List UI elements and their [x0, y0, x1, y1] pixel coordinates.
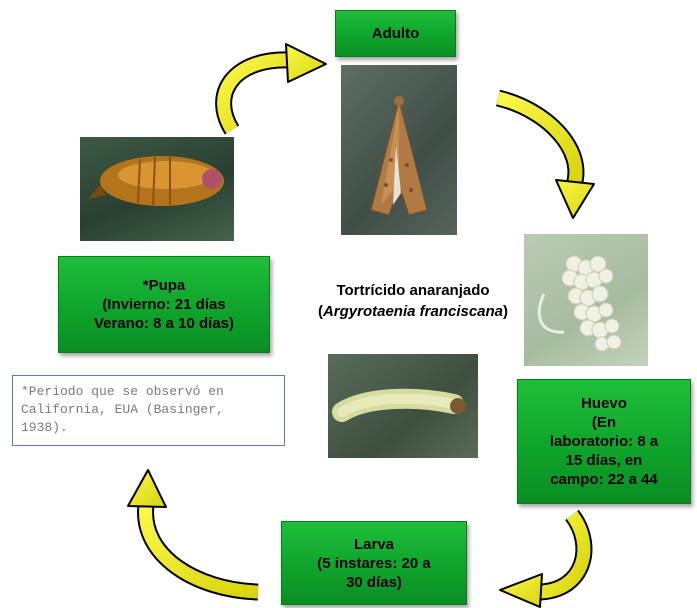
- larva-label: Larva: [354, 535, 394, 554]
- pupa-stage-box: *Pupa (Invierno: 21 días Verano: 8 a 10 …: [58, 256, 270, 353]
- pupa-label: *Pupa: [143, 276, 186, 295]
- arrow-egg-to-larva: [500, 515, 584, 607]
- species-title: Tortrícido anaranjado (Argyrotaenia fran…: [268, 280, 558, 322]
- egg-duration-line-4: campo: 22 a 44: [550, 470, 658, 489]
- adult-stage-box: Adulto: [335, 10, 456, 57]
- egg-duration-line-3: 15 días, en: [566, 451, 643, 470]
- pupa-summer-duration: Verano: 8 a 10 días): [94, 314, 234, 333]
- egg-duration-line-1: (En: [592, 413, 616, 432]
- arrow-adult-to-egg: [498, 98, 594, 218]
- adult-moth-photo: [341, 65, 457, 235]
- larva-stage-box: Larva (5 instares: 20 a 30 días): [281, 521, 467, 605]
- larva-duration-line-2: 30 días): [346, 573, 402, 592]
- egg-stage-box: Huevo (En laboratorio: 8 a 15 días, en c…: [517, 379, 691, 504]
- arrow-larva-to-pupa: [128, 470, 258, 592]
- period-note: *Periodo que se observó en California, E…: [12, 375, 285, 446]
- arrow-pupa-to-adult: [224, 44, 326, 130]
- adult-label: Adulto: [372, 24, 419, 43]
- pupa-illustration: [80, 137, 234, 241]
- scientific-name: Argyrotaenia franciscana: [323, 303, 503, 320]
- egg-duration-line-2: laboratorio: 8 a: [550, 432, 658, 451]
- moth-illustration: [341, 65, 457, 235]
- pupa-winter-duration: (Invierno: 21 días: [102, 295, 225, 314]
- larva-photo: [328, 354, 478, 458]
- common-name: Tortrícido anaranjado: [268, 280, 558, 301]
- pupa-photo: [80, 137, 234, 241]
- larva-illustration: [328, 354, 478, 458]
- scientific-name-line: (Argyrotaenia franciscana): [268, 301, 558, 322]
- egg-label: Huevo: [581, 394, 627, 413]
- larva-duration-line-1: (5 instares: 20 a: [317, 554, 430, 573]
